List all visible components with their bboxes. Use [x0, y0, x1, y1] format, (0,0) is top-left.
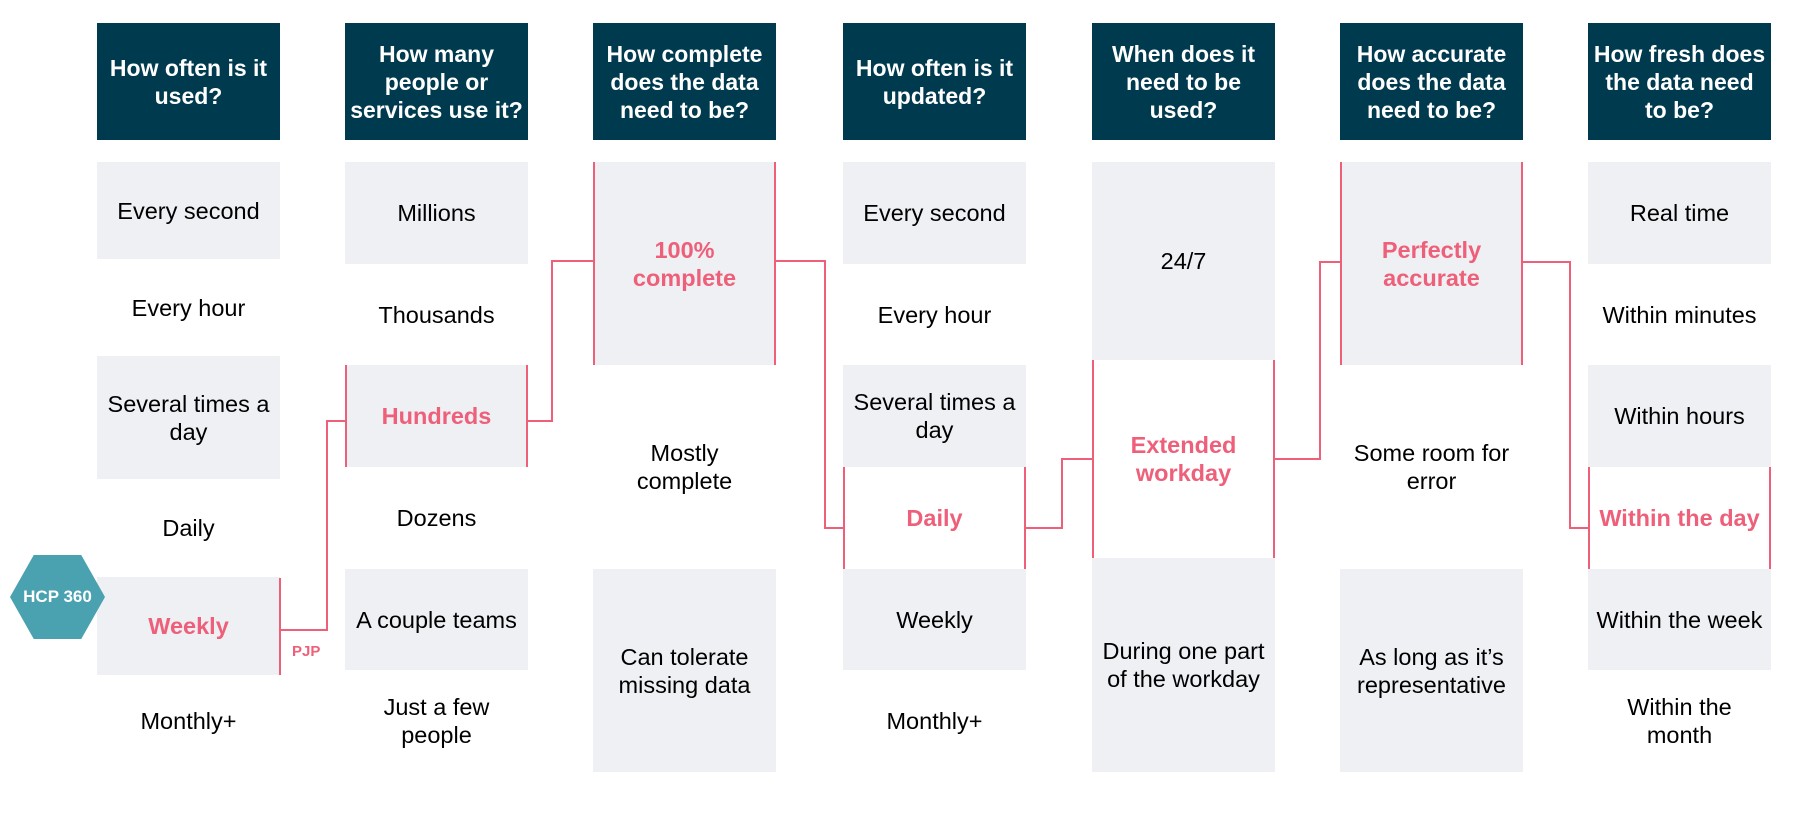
connector-daily-to-extended-workday: [1026, 458, 1092, 529]
option-daily-selected: Daily: [843, 467, 1026, 569]
option-as-long-as-its-representative: As long as it’s representative: [1340, 569, 1523, 772]
option-millions: Millions: [345, 162, 528, 264]
pjp-label: PJP: [292, 643, 321, 660]
column-header: How accurate does the data need to be?: [1340, 23, 1523, 140]
column-header: How complete does the data need to be?: [593, 23, 776, 140]
option-thousands: Thousands: [378, 301, 495, 328]
option-a-couple-teams: A couple teams: [345, 569, 528, 670]
connector-complete-to-daily: [776, 260, 843, 529]
option-mostly-complete: Mostly complete: [636, 440, 733, 494]
column-user-count: How many people or services use it? Mill…: [345, 0, 528, 840]
column-usage-frequency: How often is it used? Every second Every…: [97, 0, 280, 840]
column-availability: When does it need to be used? 24/7 Exten…: [1092, 0, 1275, 840]
option-hundreds-selected: Hundreds: [345, 365, 528, 467]
option-within-the-day-selected: Within the day: [1588, 467, 1771, 569]
option-extended-workday-selected: Extended workday: [1092, 360, 1275, 558]
option-perfectly-accurate-selected: Perfectly accurate: [1340, 162, 1523, 365]
column-accuracy: How accurate does the data need to be? P…: [1340, 0, 1523, 840]
hcp-360-badge: HCP 360: [10, 555, 105, 639]
connector-accurate-to-within-the-day: [1523, 261, 1588, 529]
option-within-hours: Within hours: [1588, 365, 1771, 467]
column-header: How often is it used?: [97, 23, 280, 140]
option-real-time: Real time: [1588, 162, 1771, 264]
connector-weekly-to-hundreds: [280, 420, 345, 631]
column-completeness: How complete does the data need to be? 1…: [593, 0, 776, 840]
column-header: How often is it updated?: [843, 23, 1026, 140]
connector-workday-to-accurate: [1275, 261, 1340, 460]
option-every-second: Every second: [843, 162, 1026, 264]
column-header: How fresh does the data need to be?: [1588, 23, 1771, 140]
option-during-one-part-of-the-workday: During one part of the workday: [1092, 558, 1275, 772]
option-several-times-a-day: Several times a day: [97, 356, 280, 479]
option-daily: Daily: [162, 515, 215, 541]
option-weekly: Weekly: [843, 569, 1026, 670]
column-header: How many people or services use it?: [345, 23, 528, 140]
option-just-a-few-people: Just a few people: [383, 694, 490, 748]
option-several-times-a-day: Several times a day: [843, 365, 1026, 467]
column-freshness: How fresh does the data need to be? Real…: [1588, 0, 1771, 840]
connector-hundreds-to-complete: [528, 260, 593, 422]
option-every-hour: Every hour: [877, 301, 992, 328]
option-can-tolerate-missing-data: Can tolerate missing data: [593, 569, 776, 772]
option-weekly-selected: Weekly: [97, 577, 280, 675]
option-dozens: Dozens: [396, 505, 477, 531]
option-100-percent-complete-selected: 100% complete: [593, 162, 776, 365]
option-monthly: Monthly+: [140, 708, 237, 734]
option-every-second: Every second: [97, 162, 280, 259]
column-update-frequency: How often is it updated? Every second Ev…: [843, 0, 1026, 840]
option-within-minutes: Within minutes: [1602, 301, 1757, 328]
option-every-hour: Every hour: [131, 294, 246, 321]
option-some-room-for-error: Some room for error: [1353, 440, 1510, 494]
option-monthly: Monthly+: [886, 708, 983, 734]
option-within-the-month: Within the month: [1627, 694, 1732, 748]
option-24-7: 24/7: [1092, 162, 1275, 360]
option-within-the-week: Within the week: [1588, 569, 1771, 670]
column-header: When does it need to be used?: [1092, 23, 1275, 140]
